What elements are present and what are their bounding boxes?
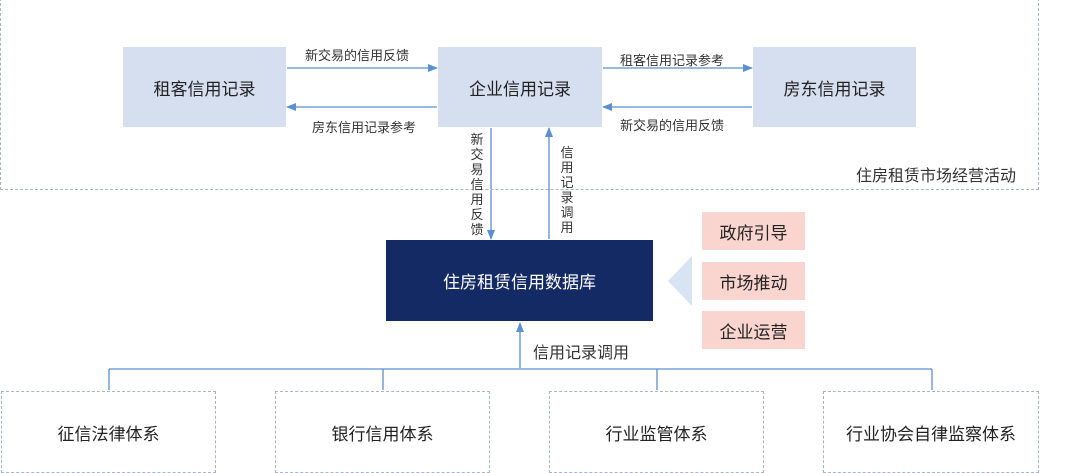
landlord-credit-node: 房东信用记录 (753, 47, 916, 127)
label-database-to-enterprise: 信用记录调用 (560, 146, 574, 236)
market-activity-label: 住房租赁市场经营活动 (856, 166, 1017, 185)
enterprise-operation-node: 企业运营 (702, 311, 805, 349)
tenant-credit-node: 租客信用记录 (123, 47, 286, 127)
system-box-industry-regulation: 行业监管体系 (549, 391, 764, 473)
market-push-node: 市场推动 (702, 262, 805, 300)
market-activity-region (0, 0, 1039, 190)
system-box-association-self-regulation: 行业协会自律监察体系 (823, 391, 1039, 473)
label-enterprise-to-database: 新交易信用反馈 (470, 133, 484, 238)
government-guidance-node: 政府引导 (702, 212, 805, 250)
label-enterprise-to-landlord: 租客信用记录参考 (620, 54, 725, 69)
label-landlord-to-enterprise: 新交易的信用反馈 (620, 119, 725, 134)
system-box-bank-credit: 银行信用体系 (275, 391, 490, 473)
influence-arrow-icon (668, 256, 692, 306)
label-systems-to-database: 信用记录调用 (533, 343, 630, 362)
credit-database-node: 住房租赁信用数据库 (386, 240, 653, 321)
label-tenant-to-enterprise: 新交易的信用反馈 (305, 49, 410, 64)
label-enterprise-to-tenant: 房东信用记录参考 (312, 121, 417, 136)
enterprise-credit-node: 企业信用记录 (438, 47, 602, 127)
system-box-credit-law: 征信法律体系 (1, 391, 216, 473)
